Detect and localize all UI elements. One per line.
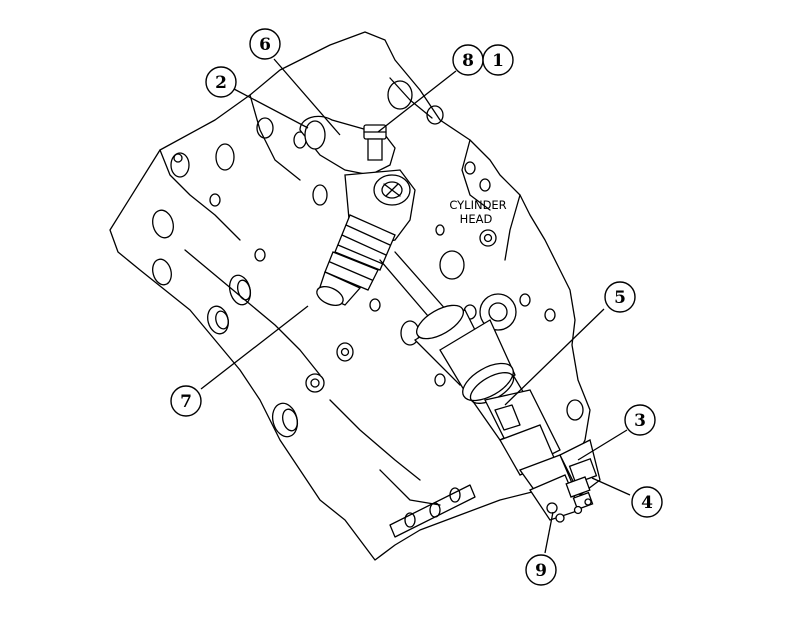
leader-line-9 [544,511,554,554]
cylinder-head-label-line1: CYLINDER [449,198,506,212]
callout-2: 2 [205,66,237,98]
callout-6: 6 [249,28,281,60]
callout-3-text: 3 [634,411,646,431]
leader-lines [200,58,631,554]
fuel-injector [299,115,416,307]
callout-5: 5 [604,281,636,313]
callout-3: 3 [624,404,656,436]
leader-line-2 [233,88,309,129]
callout-9-text: 9 [535,561,547,581]
callout-8-text: 8 [462,51,474,71]
cylinder-head-outline [109,31,591,561]
callout-6-text: 6 [259,35,271,55]
head-ports [152,80,584,538]
pump-assembly [379,251,601,523]
leader-line-8 [377,70,457,133]
leader-line-4 [591,477,631,496]
callout-8: 8 [452,44,484,76]
callout-2-text: 2 [215,73,227,93]
callout-7-text: 7 [180,392,192,412]
callout-1: 1 [482,44,514,76]
leader-line-5 [504,308,605,406]
leader-line-7 [200,305,309,390]
callout-4-text: 4 [641,493,653,513]
callout-1-text: 1 [492,51,504,71]
leader-line-6 [273,58,341,136]
leader-line-3 [577,429,628,461]
callout-4: 4 [631,486,663,518]
callout-9: 9 [525,554,557,586]
callout-7: 7 [170,385,202,417]
cylinder-head-label-line2: HEAD [460,212,493,226]
callout-5-text: 5 [614,288,626,308]
